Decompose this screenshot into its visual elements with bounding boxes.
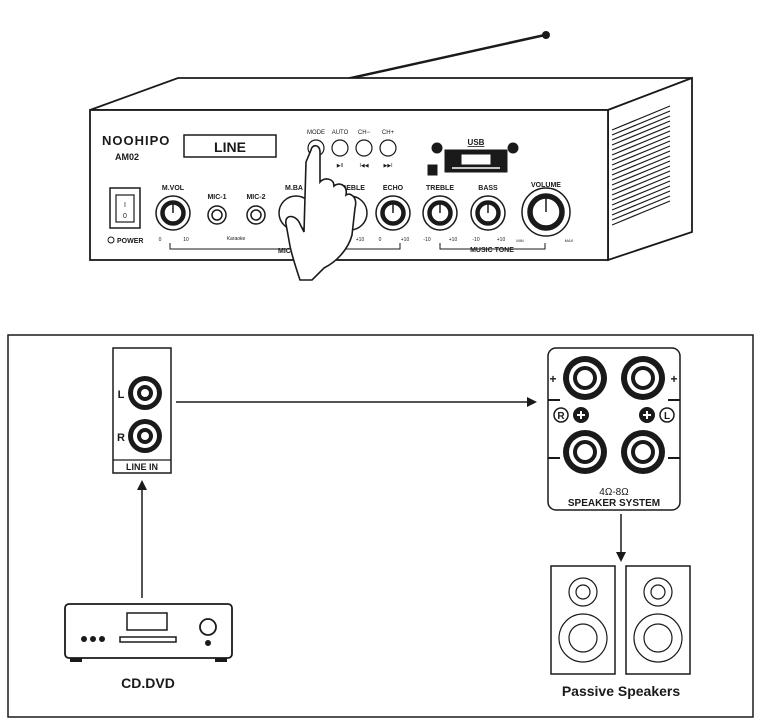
display-screen [183,134,277,158]
passive-speakers-label: Passive Speakers [562,683,681,699]
speaker-terminal-left-minus[interactable] [621,430,665,474]
auto-button[interactable] [331,139,349,157]
model-label: AM02 [115,152,139,162]
m-vol-knob-label: M.VOL [162,185,185,192]
power-off-mark: 0 [123,213,127,220]
display-text: LINE [214,139,246,155]
power-icon [107,236,115,244]
line-in-left-jack[interactable] [128,376,162,410]
speaker-system-panel: + + − − R L 4Ω-8Ω SPEAKER SYSTEM [547,347,681,511]
mic-tone-bracket [169,243,401,250]
previous-icon: I◀◀ [359,163,368,169]
m-treble-knob-label: M.TREBLE [329,185,365,192]
bass-min-label: -10 [472,237,479,243]
karaoke-label: Karaoke [227,236,246,242]
power-on-mark: I [124,202,126,209]
mode-button-label: MODE [307,130,325,136]
side-vents [611,105,671,226]
line-in-panel: L R LINE IN [112,347,172,474]
knobs: M.VOL 0 10 MIC-1 MIC-2 Karaoke M.BA M.TR… [155,182,574,243]
cd-dvd-player [64,603,233,662]
disc-tray[interactable] [119,636,177,643]
volume-min-label: MIN [516,238,523,243]
speaker-terminal-right-plus[interactable] [563,356,607,400]
passive-speaker-left [550,565,616,675]
m-vol-max-label: 10 [183,237,189,243]
echo-knob-label: ECHO [383,185,404,192]
echo-min-label: 0 [379,237,382,243]
ch-minus-button[interactable] [355,139,373,157]
right-channel-badge [553,407,569,423]
m-treble-max-label: +10 [356,237,365,243]
right-arrow-button-icon[interactable] [507,142,519,154]
passive-speaker-right [625,565,691,675]
brand-logo: NOOHIPO [102,133,170,148]
volume-knob-label: VOLUME [531,182,561,189]
bass-max-label: +10 [497,237,506,243]
line-in-caption: LINE IN [126,462,158,472]
auto-button-label: AUTO [332,130,349,136]
line-in-right-label: R [117,432,125,444]
bass-knob-label: BASS [478,185,498,192]
player-power-knob[interactable] [199,618,217,636]
right-plus-label: + [670,372,677,386]
antenna-tip [542,31,550,39]
impedance-label: 4Ω-8Ω [599,487,629,498]
next-icon: ▶▶I [383,163,392,169]
sd-card-icon [427,164,438,176]
left-minus-label: − [549,450,557,465]
usb-section: USB [427,138,519,176]
line-in-left-label: L [118,389,125,401]
volume-max-label: MAX [565,238,574,243]
speaker-terminal-left-plus[interactable] [621,356,665,400]
diagram-frame [7,334,754,718]
left-channel-label: L [664,411,670,422]
power-switch-rocker [115,194,135,223]
left-arrow-button-icon[interactable] [431,142,443,154]
speaker-terminal-right-minus[interactable] [563,430,607,474]
music-tone-label: MUSIC TONE [470,247,514,254]
left-plus-label: + [549,372,556,386]
echo-max-label: +10 [401,237,410,243]
m-vol-min-label: 0 [159,237,162,243]
m-bass-knob-label: M.BA [285,185,303,192]
power-label: POWER [117,238,143,245]
amplifier-top [89,77,693,111]
treble-min-label: -10 [423,237,430,243]
treble-max-label: +10 [449,237,458,243]
speaker-system-caption: SPEAKER SYSTEM [568,498,660,509]
ch-plus-button-label: CH+ [382,130,395,136]
usb-label: USB [468,138,485,147]
right-channel-label: R [557,411,565,422]
cd-dvd-label: CD.DVD [121,675,175,691]
ch-minus-button-label: CH− [358,130,371,136]
amplifier: NOOHIPO AM02 LINE MODE AUTO ▶II CH− I◀◀ … [89,31,693,281]
player-display [126,612,168,631]
mic2-jack-label: MIC-2 [246,194,265,201]
music-tone-bracket [439,243,546,250]
line-in-right-jack[interactable] [128,419,162,453]
hand-pointer-icon [285,144,357,281]
play-pause-icon: ▶II [337,163,344,169]
antenna [341,33,546,82]
usb-port[interactable] [461,154,491,165]
treble-knob-label: TREBLE [426,185,454,192]
mic1-jack-label: MIC-1 [207,194,226,201]
ch-plus-button[interactable] [379,139,397,157]
right-minus-label: − [670,450,678,465]
left-channel-badge [659,407,675,423]
